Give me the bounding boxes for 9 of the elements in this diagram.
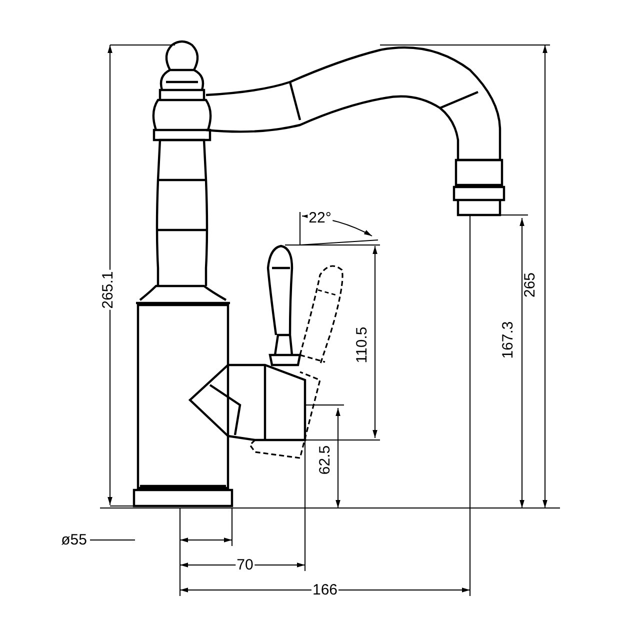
dimension-label: 62.5 xyxy=(318,444,332,476)
dimension-label: 22° xyxy=(308,210,332,226)
dimension-label: 70 xyxy=(236,558,254,572)
dimension-label: 166 xyxy=(311,582,339,598)
dimension-label: 265.1 xyxy=(100,270,116,310)
dimension-label: 167.3 xyxy=(500,320,516,360)
dimension-label: 110.5 xyxy=(354,326,370,364)
dimension-label: 265 xyxy=(522,271,538,299)
dimension-label: ø55 xyxy=(60,532,88,548)
